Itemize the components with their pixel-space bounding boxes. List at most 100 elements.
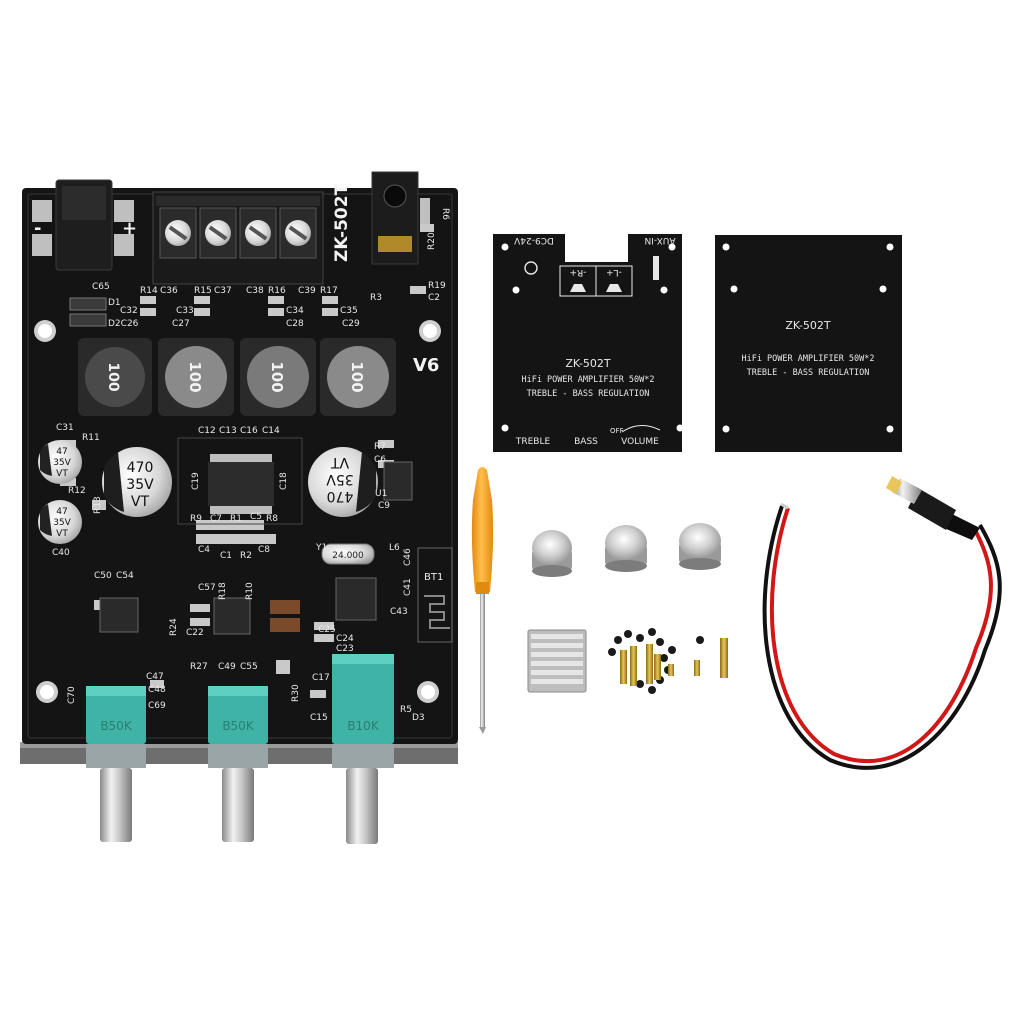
inductor-4-label: 100: [348, 361, 366, 392]
silk-c41: C41: [403, 578, 413, 596]
pot-volume-label: B10K: [347, 719, 380, 733]
plain-panel-line2: TREBLE - BASS REGULATION: [747, 368, 870, 378]
terminal-screws: [165, 220, 311, 246]
silk-c57: C57: [198, 583, 216, 593]
silk-c25: C25: [318, 625, 336, 635]
silk-c65: C65: [92, 282, 110, 292]
silk-c24: C24: [336, 634, 354, 644]
silk-c5: C5: [250, 512, 262, 522]
silk-c7: C7: [210, 514, 222, 524]
cap-big-right-series: VT: [330, 454, 349, 470]
silk-c46: C46: [403, 548, 413, 566]
panel-aux-icon: [653, 256, 659, 280]
cap-left-bottom: 47 35V VT: [38, 500, 82, 544]
silk-r16: R16: [268, 286, 286, 296]
silk-r15: R15: [194, 286, 212, 296]
silk-r7: R7: [374, 442, 386, 452]
silk-c35: C35: [340, 306, 358, 316]
panel-right-channel-label: -R+: [569, 267, 586, 277]
cap-left-top: 47 35V VT: [38, 440, 82, 484]
plain-panel-line1: HiFi POWER AMPLIFIER 50W*2: [741, 354, 874, 364]
board-version-label: V6: [413, 355, 439, 376]
silk-c6: C6: [374, 455, 386, 465]
silk-c28: C28: [286, 319, 304, 329]
silk-r20: R20: [427, 232, 437, 250]
panel-bass-label: BASS: [574, 437, 598, 447]
dc-power-cable: [762, 476, 1002, 770]
plain-panel-model-label: ZK-502T: [785, 319, 831, 332]
silk-c16: C16: [240, 426, 258, 436]
silk-c38: C38: [246, 286, 264, 296]
inductor-2-label: 100: [186, 361, 204, 392]
cap-left-bottom-voltage: 35V: [53, 518, 71, 528]
silk-r14: R14: [140, 286, 158, 296]
silk-c8: C8: [258, 545, 270, 555]
silk-c19: C19: [191, 472, 201, 490]
aux-audio-jack: [371, 171, 430, 265]
silk-c37: C37: [214, 286, 232, 296]
silk-r5: R5: [400, 705, 412, 715]
silk-d3: D3: [412, 713, 425, 723]
silk-r12: R12: [68, 486, 86, 496]
panel-dc-icon: [524, 261, 538, 275]
cap-left-top-value: 47: [56, 447, 67, 457]
panel-speaker-icon-right: [570, 284, 586, 292]
cap-left-top-series: VT: [56, 469, 68, 479]
power-minus-label: -: [34, 218, 41, 239]
silk-c33: C33: [176, 306, 194, 316]
silk-c55: C55: [240, 662, 258, 672]
silk-c1: C1: [220, 551, 232, 561]
panel-line1: HiFi POWER AMPLIFIER 50W*2: [521, 375, 654, 385]
dc-plug: [886, 476, 980, 540]
silk-c2: C2: [428, 293, 440, 303]
panel-off-label: OFF: [610, 427, 624, 435]
panel-aux-label: AUX-IN: [644, 235, 675, 245]
inductor-1-label: 100: [105, 362, 121, 391]
inductor-3-label: 100: [268, 361, 286, 392]
knob-2: [605, 525, 647, 572]
silk-c27: C27: [172, 319, 190, 329]
silk-r9: R9: [190, 514, 202, 524]
panel-model-label: ZK-502T: [565, 357, 611, 370]
silk-c47: C47: [146, 672, 164, 682]
silk-r8: R8: [266, 514, 278, 524]
potentiometer-treble: B50K: [86, 686, 146, 842]
silk-y1: Y1: [315, 543, 327, 553]
silk-r27: R27: [190, 662, 208, 672]
cap-left-top-voltage: 35V: [53, 458, 71, 468]
silk-r30: R30: [291, 684, 301, 702]
panel-left-channel-label: -L+: [606, 267, 622, 277]
cap-big-left-voltage: 35V: [126, 477, 154, 493]
silk-c49: C49: [218, 662, 236, 672]
panel-dc-label: DC9-24V: [513, 235, 554, 245]
heatsink: [527, 629, 587, 693]
silk-d1: D1: [108, 298, 121, 308]
silk-d2c26: D2C26: [108, 319, 139, 329]
silk-c70: C70: [67, 686, 77, 704]
pot-treble-label: B50K: [100, 719, 133, 733]
cap-big-right-voltage: 35V: [326, 471, 354, 487]
silk-r24: R24: [169, 618, 179, 636]
silk-l6: L6: [389, 543, 400, 553]
panel-volume-label: VOLUME: [621, 437, 659, 447]
cap-big-left: 470 35V VT: [102, 447, 172, 517]
silk-c43: C43: [390, 607, 408, 617]
potentiometer-bass: B50K: [208, 686, 268, 842]
silkscreen-labels: R14 C36 R15 C37 C38 R16 C39 R17 C65 D1 C…: [52, 208, 450, 723]
panel-volume-arc: [621, 425, 661, 433]
silk-c39: C39: [298, 286, 316, 296]
silk-c31: C31: [56, 423, 74, 433]
cap-left-bottom-series: VT: [56, 529, 68, 539]
acrylic-panel-plain: ZK-502T HiFi POWER AMPLIFIER 50W*2 TREBL…: [715, 235, 902, 452]
screwdriver: [471, 467, 494, 734]
silk-c14: C14: [262, 426, 280, 436]
silk-c54: C54: [116, 571, 134, 581]
silk-c18: C18: [279, 472, 289, 490]
silk-c4: C4: [198, 545, 210, 555]
silk-u1: U1: [375, 489, 387, 499]
potentiometer-volume: B10K: [332, 654, 394, 844]
crystal-oscillator: 24.000: [321, 543, 375, 565]
speaker-terminal-block: [152, 191, 324, 285]
inductors: 100 100 100 100: [78, 338, 396, 416]
silk-c50: C50: [94, 571, 112, 581]
